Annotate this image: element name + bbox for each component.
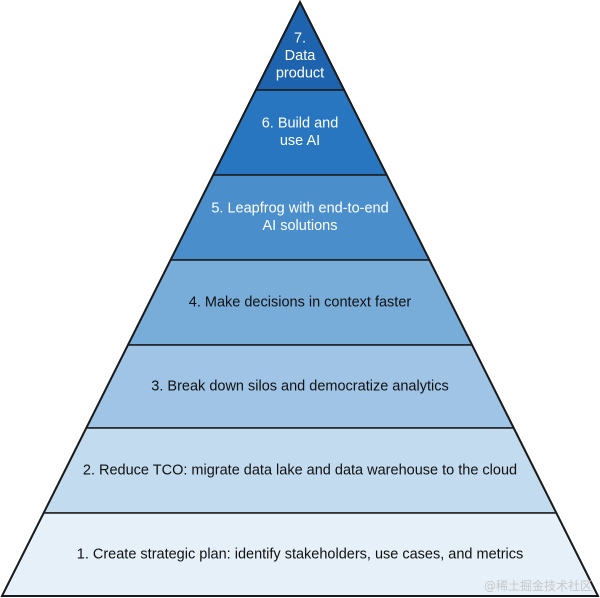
watermark: @稀土掘金技术社区 <box>483 579 592 593</box>
tier-label-line: 1. Create strategic plan: identify stake… <box>77 546 524 562</box>
pyramid-tier-4: 4. Make decisions in context faster <box>126 259 474 346</box>
tier-label-line: 2. Reduce TCO: migrate data lake and dat… <box>83 462 517 478</box>
tier-label-line: product <box>276 65 324 81</box>
tier-label-line: 4. Make decisions in context faster <box>189 294 412 310</box>
tier-label-line: Data <box>285 48 317 64</box>
tier-label-line: 5. Leapfrog with end-to-end <box>211 201 388 217</box>
tier-label-line: 7. <box>294 30 306 46</box>
tier-label-line: AI solutions <box>263 218 338 234</box>
tier-label-line: use AI <box>280 133 320 149</box>
tier-label-line: 3. Break down silos and democratize anal… <box>151 378 448 394</box>
pyramid-tier-2: 2. Reduce TCO: migrate data lake and dat… <box>42 427 558 514</box>
tier-label-line: 6. Build and <box>262 116 339 132</box>
pyramid-tier-3: 3. Break down silos and democratize anal… <box>85 344 515 429</box>
